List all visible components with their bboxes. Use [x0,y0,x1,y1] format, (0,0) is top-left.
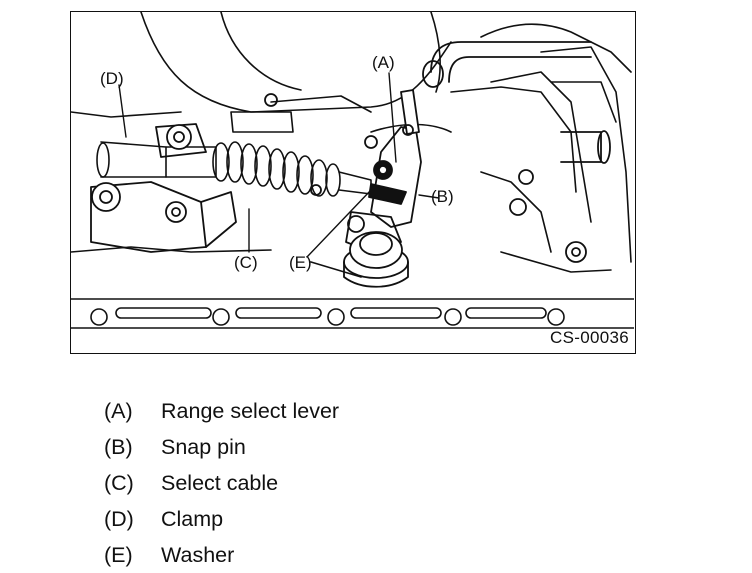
legend-item: (B) Snap pin [104,430,339,466]
drawing [71,12,634,329]
flange-strip [71,298,634,329]
legend-label: Select cable [161,470,279,495]
callout-c: (C) [234,253,258,272]
legend-label: Clamp [161,506,224,531]
clamp [90,123,237,253]
casing-outline [71,12,632,278]
legend: (A) Range select lever (B) Snap pin (C) … [104,394,339,573]
legend-label: Range select lever [161,399,340,424]
legend-letter: (B) [104,435,133,460]
cable-bellows [96,141,372,197]
range-select-lever [345,89,422,253]
legend-letter: (E) [104,542,133,567]
bolts [264,93,587,263]
leader-lines [118,72,440,258]
legend-letter: (D) [104,506,134,531]
legend-letter: (A) [104,399,133,424]
diagram-frame: (A) (B) (C) (D) (E) CS-00036 [70,11,636,354]
legend-item: (E) Washer [104,537,339,573]
legend-label: Snap pin [161,435,246,460]
callout-e: (E) [289,253,312,272]
figure-code: CS-00036 [550,328,629,347]
lever-boss [343,231,409,288]
callout-a: (A) [372,53,395,72]
legend-item: (C) Select cable [104,466,339,502]
legend-label: Washer [161,542,235,567]
legend-item: (A) Range select lever [104,394,339,430]
pipe [560,130,611,164]
legend-item: (D) Clamp [104,501,339,537]
hose [422,41,592,88]
callout-b: (B) [431,187,454,206]
legend-letter: (C) [104,470,134,495]
callout-d: (D) [100,69,124,88]
